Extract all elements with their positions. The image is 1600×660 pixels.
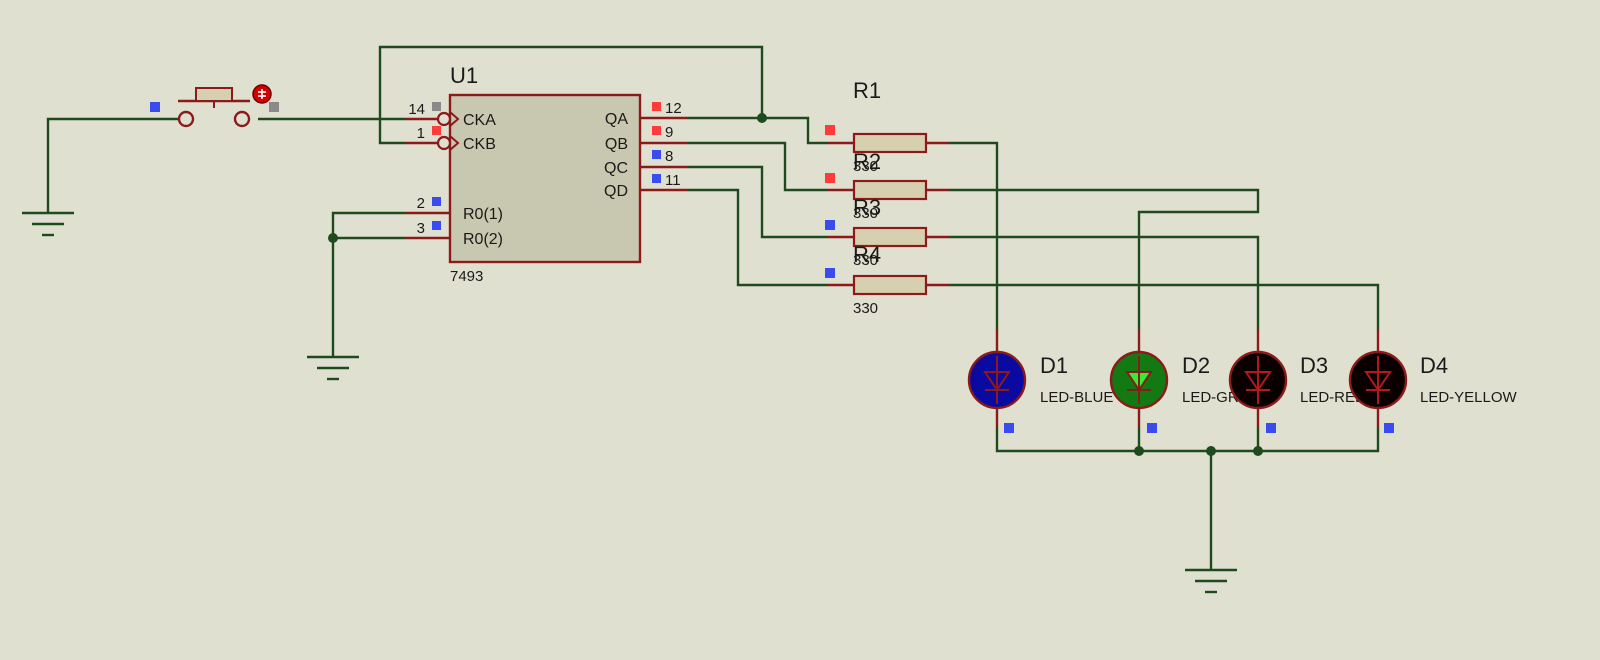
ic-ref-label: U1 <box>450 63 478 88</box>
ground-icon[interactable] <box>307 355 359 381</box>
pin-state-low-indicator <box>825 268 835 278</box>
led-value-label: LED-BLUE <box>1040 389 1113 406</box>
clock-edge-marker <box>449 111 460 127</box>
led-value-label: LED-YELLOW <box>1420 389 1518 406</box>
pin-state-low-indicator <box>1266 423 1276 433</box>
pin-state-high-indicator <box>652 102 661 111</box>
resistor-r3[interactable]: R3 330 <box>825 195 950 269</box>
led-value-label: LED-RED <box>1300 389 1366 406</box>
junction-dot <box>1134 446 1144 456</box>
resistor-value-label: 330 <box>853 252 878 269</box>
ic-pin-number: 8 <box>665 148 673 165</box>
ic-pin-number: 1 <box>417 125 425 142</box>
wire-qb-r2 <box>688 141 828 192</box>
ic-pin-name: R0(1) <box>463 206 503 223</box>
junctions <box>328 113 1263 456</box>
ic-pin-name: QD <box>604 183 628 200</box>
pin-state-float-indicator <box>269 102 279 112</box>
ground-icon[interactable] <box>22 211 74 237</box>
led-ref-label: D3 <box>1300 353 1328 378</box>
led-d4[interactable]: D4 LED-YELLOW <box>1348 330 1518 433</box>
ground-icon[interactable] <box>1185 568 1237 594</box>
wire-r2-d2 <box>950 188 1260 330</box>
pin-state-high-indicator <box>825 125 835 135</box>
ic-pin-number: 12 <box>665 100 682 117</box>
wires <box>46 45 1380 570</box>
resistor-body <box>852 226 928 248</box>
pin-state-low-indicator <box>1384 423 1394 433</box>
ic-body <box>448 93 642 264</box>
ic-pin-name: QB <box>605 136 628 153</box>
wire-qa-ckb-loop <box>378 45 764 145</box>
ic-7493[interactable]: U1 7493 14 1 2 3 CKA CKB R0(1) R0(2) QA … <box>406 63 688 285</box>
ic-pin-name: CKA <box>463 112 496 129</box>
junction-dot <box>757 113 767 123</box>
resistor-body <box>852 274 928 296</box>
pin-state-low-indicator <box>432 197 441 206</box>
resistor-ref-label: R2 <box>853 149 881 174</box>
pin-state-low-indicator <box>432 221 441 230</box>
resistor-r4[interactable]: R4 330 <box>825 242 950 317</box>
resistor-r2[interactable]: R2 330 <box>825 149 950 222</box>
led-d3[interactable]: D3 LED-RED <box>1228 330 1366 433</box>
ic-pin-name: R0(2) <box>463 231 503 248</box>
ic-pin-number: 14 <box>408 101 425 118</box>
resistor-ref-label: R4 <box>853 242 881 267</box>
resistor-value-label: 330 <box>853 300 878 317</box>
pin-state-low-indicator <box>1147 423 1157 433</box>
wire-qc-r3 <box>688 165 828 239</box>
pin-state-high-indicator <box>825 173 835 183</box>
ic-pin-name: QA <box>605 111 628 128</box>
pin-state-high-indicator <box>432 126 441 135</box>
led-ref-label: D4 <box>1420 353 1448 378</box>
ic-pin-number: 2 <box>417 195 425 212</box>
ic-pin-name: QC <box>604 160 628 177</box>
wire-qd-r4 <box>688 188 828 287</box>
junction-dot <box>328 233 338 243</box>
clock-inversion-bubble <box>436 111 452 127</box>
junction-dot <box>1206 446 1216 456</box>
ic-pin-number: 11 <box>665 172 681 189</box>
pin-state-high-indicator <box>652 126 661 135</box>
led-ref-label: D2 <box>1182 353 1210 378</box>
wire-ground-button <box>46 117 178 213</box>
led-ref-label: D1 <box>1040 353 1068 378</box>
ic-pin-number: 9 <box>665 124 673 141</box>
pin-state-low-indicator <box>1004 423 1014 433</box>
ic-pin-number: 3 <box>417 220 425 237</box>
pin-state-low-indicator <box>825 220 835 230</box>
wire-r4-d4 <box>950 283 1380 330</box>
wire-r1-d1 <box>950 141 999 330</box>
pin-state-low-indicator <box>652 174 661 183</box>
wire-led-common <box>995 428 1380 453</box>
ic-value-label: 7493 <box>450 268 483 285</box>
wire-r01-ground <box>331 211 406 357</box>
wire-qa-r1 <box>688 116 828 145</box>
pin-state-low-indicator <box>150 102 160 112</box>
led-d1[interactable]: D1 LED-BLUE <box>967 330 1113 433</box>
resistor-body <box>852 179 928 201</box>
resistor-value-label: 330 <box>853 158 878 175</box>
resistor-ref-label: R3 <box>853 195 881 220</box>
resistor-value-label: 330 <box>853 205 878 222</box>
resistor-r1[interactable]: R1 330 <box>825 78 950 175</box>
resistor-body <box>852 132 928 154</box>
pin-state-float-indicator <box>432 102 441 111</box>
button-actuator-icon[interactable] <box>252 84 272 104</box>
ic-pin-name: CKB <box>463 136 496 153</box>
push-button-icon[interactable] <box>177 87 251 128</box>
clock-edge-marker <box>449 135 460 151</box>
pin-state-low-indicator <box>652 150 661 159</box>
resistor-ref-label: R1 <box>853 78 881 103</box>
junction-dot <box>1253 446 1263 456</box>
wire-r3-d3 <box>950 235 1260 330</box>
clock-inversion-bubble <box>436 135 452 151</box>
